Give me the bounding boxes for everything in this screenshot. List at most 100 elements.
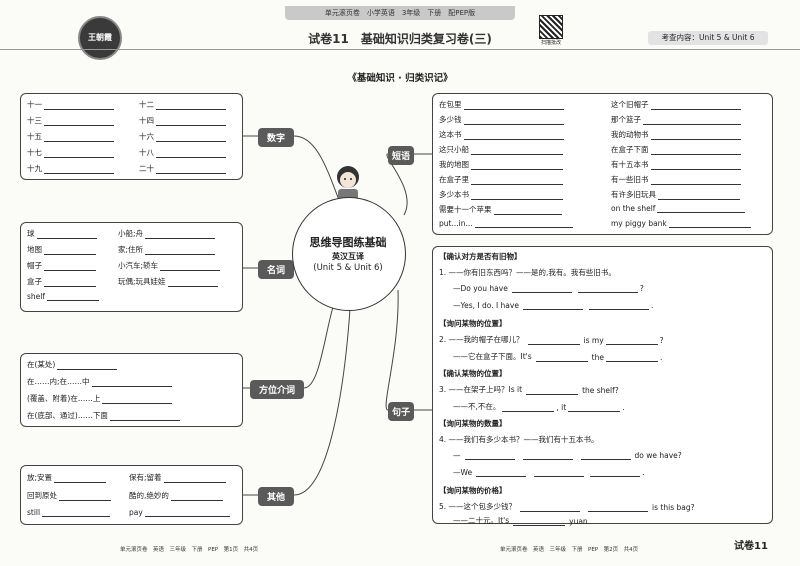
answer-blank[interactable] bbox=[511, 284, 572, 293]
answer-blank[interactable] bbox=[650, 176, 741, 185]
answer-blank[interactable] bbox=[513, 517, 566, 526]
answer-blank[interactable] bbox=[463, 131, 564, 140]
sentence-heading: 【询问某物的价格】 bbox=[439, 486, 507, 495]
answer-blank[interactable] bbox=[590, 468, 641, 477]
answer-blank[interactable] bbox=[522, 451, 573, 460]
answer-blank[interactable] bbox=[580, 451, 631, 460]
answer-blank[interactable] bbox=[44, 246, 96, 255]
answer-blank[interactable] bbox=[170, 492, 223, 501]
answer-blank[interactable] bbox=[44, 101, 114, 110]
answer-blank[interactable] bbox=[471, 176, 563, 185]
answer-blank[interactable] bbox=[156, 133, 226, 142]
answer-blank[interactable] bbox=[605, 353, 658, 362]
others-item: 酷的,绝妙的 bbox=[129, 490, 223, 501]
answer-blank[interactable] bbox=[535, 353, 588, 362]
nouns-item: 小汽车;轿车 bbox=[118, 260, 221, 271]
nouns-item: shelf bbox=[27, 292, 99, 301]
answer-blank[interactable] bbox=[44, 117, 114, 126]
answer-blank[interactable] bbox=[109, 412, 180, 421]
answer-blank[interactable] bbox=[520, 503, 581, 512]
answer-blank[interactable] bbox=[463, 116, 564, 125]
nouns-tag: 名词 bbox=[258, 260, 294, 279]
answer-blank[interactable] bbox=[91, 378, 172, 387]
answer-blank[interactable] bbox=[102, 395, 173, 404]
answer-blank[interactable] bbox=[160, 262, 221, 271]
sentence-line: 2. ——我的帽子在哪儿？is my? bbox=[439, 335, 664, 345]
answer-blank[interactable] bbox=[522, 301, 583, 310]
sentence-line: —Do you have? bbox=[453, 284, 644, 293]
answer-blank[interactable] bbox=[54, 474, 107, 483]
answer-blank[interactable] bbox=[156, 149, 226, 158]
answer-blank[interactable] bbox=[471, 161, 563, 170]
sentence-line: 5. ——这个包多少钱？is this bag? bbox=[439, 502, 695, 512]
answer-blank[interactable] bbox=[526, 386, 579, 395]
answer-blank[interactable] bbox=[156, 117, 226, 126]
answer-blank[interactable] bbox=[44, 133, 114, 142]
answer-blank[interactable] bbox=[47, 292, 99, 301]
answer-blank[interactable] bbox=[471, 146, 563, 155]
answer-blank[interactable] bbox=[36, 230, 97, 239]
answer-blank[interactable] bbox=[156, 101, 226, 110]
prep-item: 在(某处) bbox=[27, 359, 118, 370]
qr-code-icon[interactable] bbox=[539, 15, 563, 39]
answer-blank[interactable] bbox=[474, 219, 573, 228]
answer-blank[interactable] bbox=[57, 361, 118, 370]
sentence-prompt: 4. ——我们有多少本书？——我们有十五本书。 bbox=[439, 435, 599, 444]
center-title: 思维导图练基础 bbox=[309, 236, 387, 249]
answer-blank[interactable] bbox=[44, 165, 114, 174]
answer-blank[interactable] bbox=[577, 284, 638, 293]
answer-blank[interactable] bbox=[59, 492, 111, 501]
answer-blank[interactable] bbox=[650, 131, 741, 140]
answer-blank[interactable] bbox=[650, 101, 741, 110]
answer-blank[interactable] bbox=[650, 161, 741, 170]
answer-blank[interactable] bbox=[588, 301, 649, 310]
nouns-item: 帽子 bbox=[27, 260, 96, 271]
answer-blank[interactable] bbox=[463, 101, 564, 110]
answer-blank[interactable] bbox=[658, 191, 740, 200]
answer-blank[interactable] bbox=[527, 336, 580, 345]
prep-item: (覆盖、附着)在……上 bbox=[27, 393, 173, 404]
answer-blank[interactable] bbox=[156, 165, 226, 174]
sentences-tag: 句子 bbox=[388, 402, 414, 421]
answer-blank[interactable] bbox=[44, 278, 96, 287]
answer-blank[interactable] bbox=[668, 219, 751, 228]
center-units: (Unit 5 & Unit 6) bbox=[313, 263, 383, 273]
answer-blank[interactable] bbox=[476, 468, 527, 477]
sentence-line: —do we have? bbox=[453, 451, 682, 460]
answer-blank[interactable] bbox=[167, 278, 218, 287]
answer-blank[interactable] bbox=[643, 116, 741, 125]
phrase-item: 有一些旧书 bbox=[611, 174, 741, 185]
sentences-box: 【确认对方是否有旧物】 1. ——你有旧东西吗？——是的,我有。我有些旧书。 —… bbox=[432, 246, 773, 526]
answer-blank[interactable] bbox=[534, 468, 585, 477]
section-title: 《基础知识 · 归类识记》 bbox=[347, 73, 453, 84]
answer-blank[interactable] bbox=[588, 503, 649, 512]
answer-blank[interactable] bbox=[657, 204, 746, 213]
phrase-item: 我的地图 bbox=[439, 159, 563, 170]
answer-blank[interactable] bbox=[44, 262, 96, 271]
answer-blank[interactable] bbox=[568, 403, 621, 412]
answer-blank[interactable] bbox=[605, 336, 658, 345]
answer-blank[interactable] bbox=[145, 230, 216, 239]
answer-blank[interactable] bbox=[144, 508, 230, 517]
answer-blank[interactable] bbox=[145, 246, 216, 255]
answer-blank[interactable] bbox=[471, 191, 563, 200]
phrases-box: 在包里 多少钱 这本书 这只小船 我的地图 在盒子里 多少本书 需要十一个苹果 … bbox=[432, 93, 773, 235]
others-item: 放;安置 bbox=[27, 472, 107, 483]
answer-blank[interactable] bbox=[650, 146, 741, 155]
phrase-item: 那个篮子 bbox=[611, 114, 741, 125]
answer-blank[interactable] bbox=[493, 206, 562, 215]
answer-blank[interactable] bbox=[464, 451, 515, 460]
phrases-tag: 短语 bbox=[388, 146, 414, 165]
answer-blank[interactable] bbox=[44, 149, 114, 158]
answer-blank[interactable] bbox=[502, 403, 555, 412]
footer-right: 单元滚页卷 英语 三年级 下册 PEP 第2页 共4页 bbox=[500, 547, 639, 553]
center-node bbox=[292, 197, 406, 311]
prep-item: 在(底部、通过)……下面 bbox=[27, 410, 180, 421]
answer-blank[interactable] bbox=[42, 508, 111, 517]
phrase-item: 多少本书 bbox=[439, 189, 563, 200]
sentence-heading: 【确认某物的位置】 bbox=[439, 369, 507, 378]
answer-blank[interactable] bbox=[163, 474, 226, 483]
numbers-item: 十三 bbox=[27, 115, 114, 126]
others-box: 放;安置 回到原处 still 保有;留着 酷的,绝妙的 pay bbox=[20, 465, 243, 525]
